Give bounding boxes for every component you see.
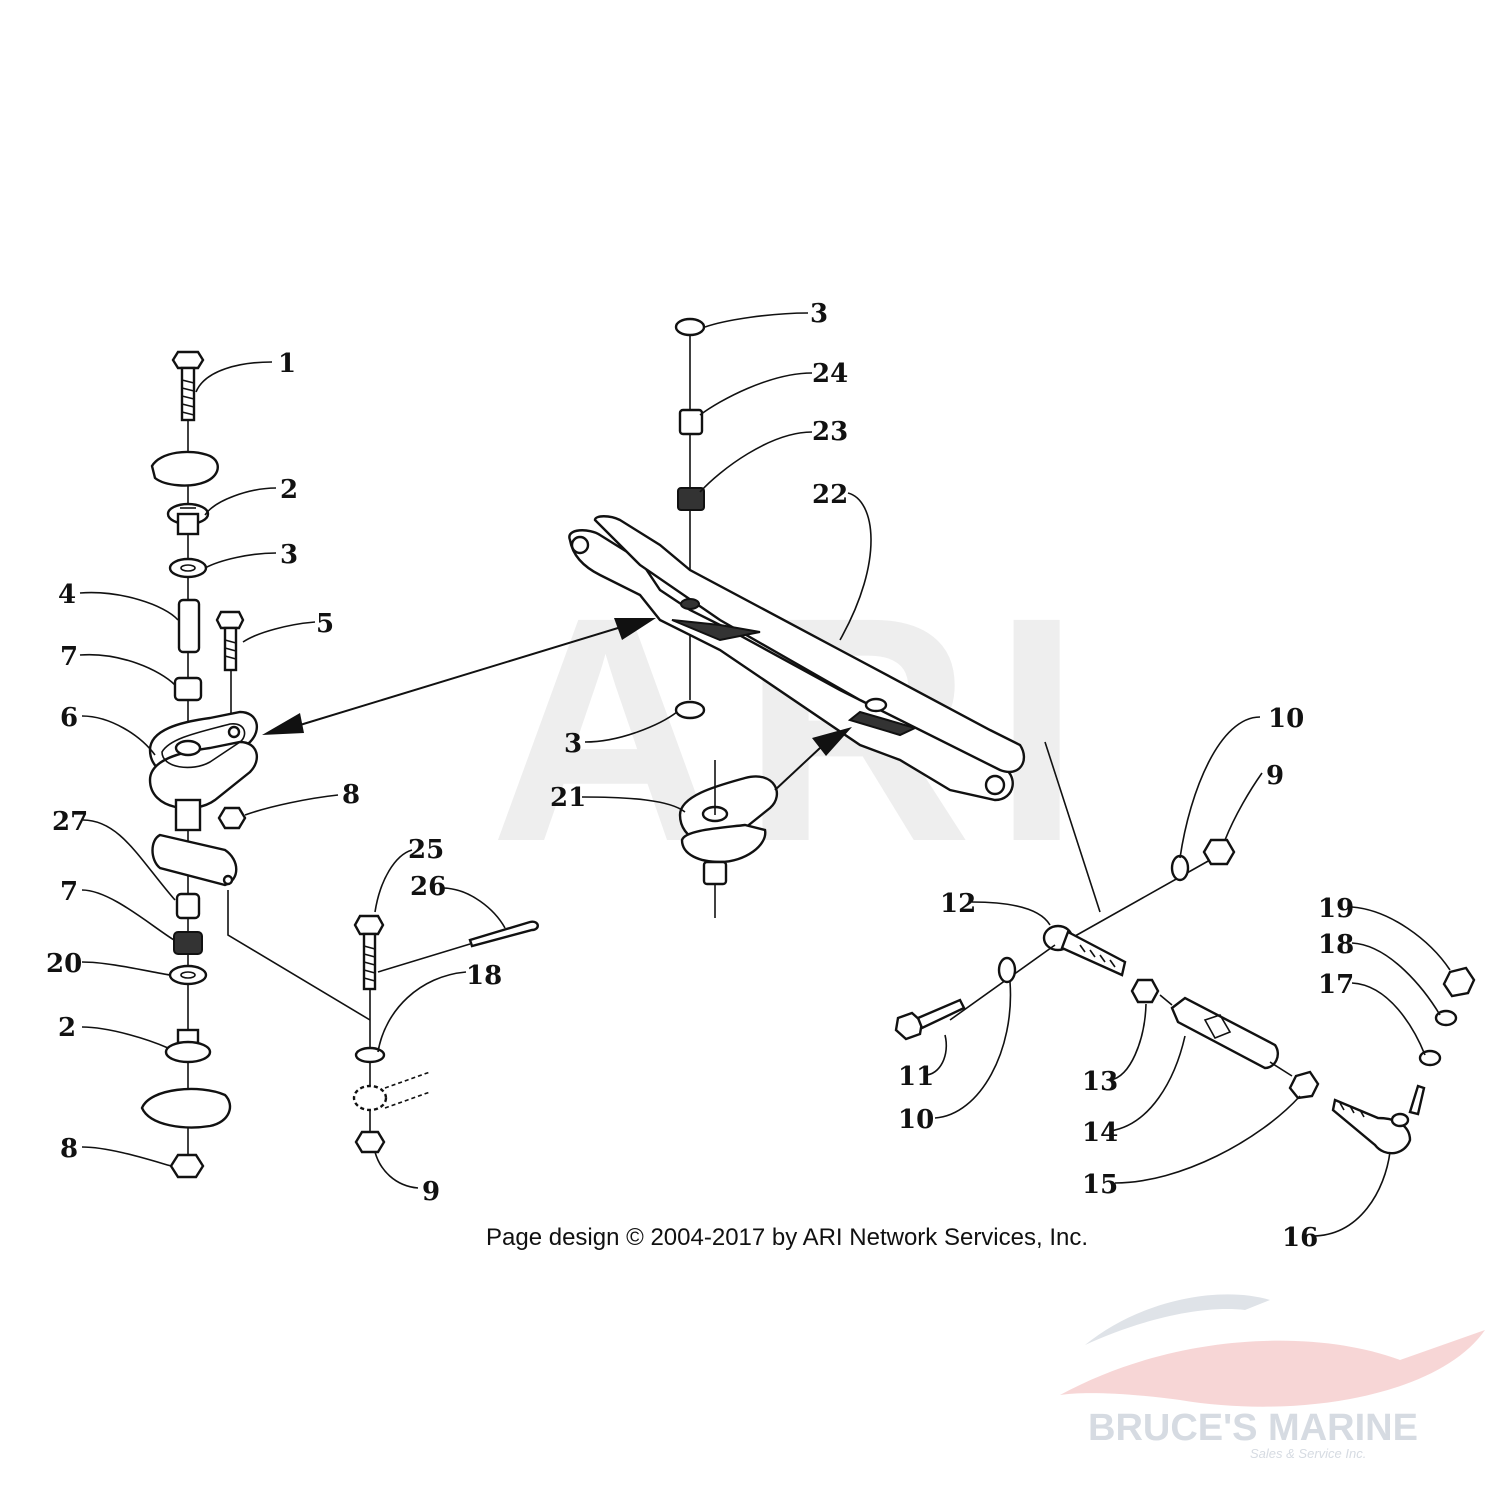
callout-2-top: 2 xyxy=(280,475,298,505)
callout-20: 20 xyxy=(46,949,82,979)
adjuster-sleeve-14 xyxy=(1170,996,1279,1070)
callout-19: 19 xyxy=(1318,894,1354,924)
nut-8-top xyxy=(217,806,247,830)
mount-6 xyxy=(148,710,259,887)
callout-18-right: 18 xyxy=(1318,930,1354,960)
callout-27: 27 xyxy=(52,807,88,837)
brand-tagline: Sales & Service Inc. xyxy=(1250,1446,1366,1461)
spacer-7-bottom xyxy=(173,931,203,955)
callout-4: 4 xyxy=(58,580,76,610)
rubber-pad-top xyxy=(150,450,219,487)
swing-arm-22 xyxy=(568,317,1026,918)
callout-7-bottom: 7 xyxy=(60,877,78,907)
callout-3-bottom: 3 xyxy=(564,729,582,759)
tie-rod-end-16 xyxy=(1331,1098,1412,1155)
spacer-7-top xyxy=(173,676,203,702)
nut-19 xyxy=(1442,966,1476,998)
brand-logo: BRUCE'S MARINE Sales & Service Inc. xyxy=(1060,1294,1485,1461)
nut-8-bottom xyxy=(169,1153,205,1179)
washer-18-right xyxy=(1434,1009,1458,1027)
callout-6: 6 xyxy=(60,703,78,733)
callout-2-bottom: 2 xyxy=(58,1013,76,1043)
callout-23: 23 xyxy=(812,417,848,447)
callout-17: 17 xyxy=(1318,970,1354,1000)
callout-13: 13 xyxy=(1082,1067,1118,1097)
sleeve-4 xyxy=(177,598,201,654)
bushing-2-top xyxy=(166,502,210,536)
callout-1: 1 xyxy=(278,349,296,379)
bolt-5 xyxy=(215,610,245,720)
callout-11: 11 xyxy=(898,1062,934,1092)
callout-3-left: 3 xyxy=(280,540,298,570)
bushing-23 xyxy=(677,487,705,511)
callout-5: 5 xyxy=(316,609,334,639)
callout-9-right: 9 xyxy=(1266,761,1284,791)
copyright-notice: Page design © 2004-2017 by ARI Network S… xyxy=(486,1224,1088,1251)
bolt-1 xyxy=(171,350,205,422)
callout-21: 21 xyxy=(550,783,586,813)
callout-22: 22 xyxy=(812,480,848,510)
washer-17 xyxy=(1418,1049,1442,1067)
tie-rod-assembly xyxy=(894,838,1476,1155)
washer-3-bottom xyxy=(674,700,706,720)
washer-3-top xyxy=(674,317,706,337)
brand-swoosh-red xyxy=(1060,1330,1485,1407)
callout-16: 16 xyxy=(1282,1223,1318,1253)
callout-7-top: 7 xyxy=(60,642,78,672)
callout-24: 24 xyxy=(812,359,848,389)
bushing-24 xyxy=(678,408,704,436)
assembly-arrows xyxy=(262,618,852,791)
rubber-pad-bottom xyxy=(140,1087,232,1129)
callout-3-top: 3 xyxy=(810,299,828,329)
sleeve-27 xyxy=(175,892,201,920)
callout-labels: 1 2 3 4 5 7 6 8 27 7 20 2 8 25 26 18 9 3… xyxy=(46,299,1354,1253)
callout-9-left: 9 xyxy=(422,1177,440,1207)
brand-swoosh-gray xyxy=(1085,1294,1270,1345)
callout-8-top: 8 xyxy=(342,780,360,810)
washer-3 xyxy=(168,557,208,579)
bolt-25-assembly xyxy=(352,914,539,1154)
callout-10-top: 10 xyxy=(1268,704,1304,734)
brand-name: BRUCE'S MARINE xyxy=(1088,1407,1418,1449)
bushing-2-bottom xyxy=(164,1028,212,1064)
left-mount-assembly xyxy=(140,350,259,1179)
callout-12: 12 xyxy=(940,889,976,919)
washer-20 xyxy=(168,964,208,986)
callout-8-bottom: 8 xyxy=(60,1134,78,1164)
callout-18-left: 18 xyxy=(466,961,502,991)
nut-9-right xyxy=(1202,838,1236,866)
callout-15: 15 xyxy=(1082,1170,1118,1200)
callout-25: 25 xyxy=(408,835,444,865)
callout-10-bottom: 10 xyxy=(898,1105,934,1135)
nut-15 xyxy=(1288,1070,1320,1100)
washer-10-top xyxy=(1170,854,1190,882)
washer-10-bottom xyxy=(997,956,1017,984)
callout-14: 14 xyxy=(1082,1118,1118,1148)
nut-13 xyxy=(1130,978,1160,1004)
callout-26: 26 xyxy=(410,872,446,902)
leader-lines xyxy=(79,312,1451,1237)
